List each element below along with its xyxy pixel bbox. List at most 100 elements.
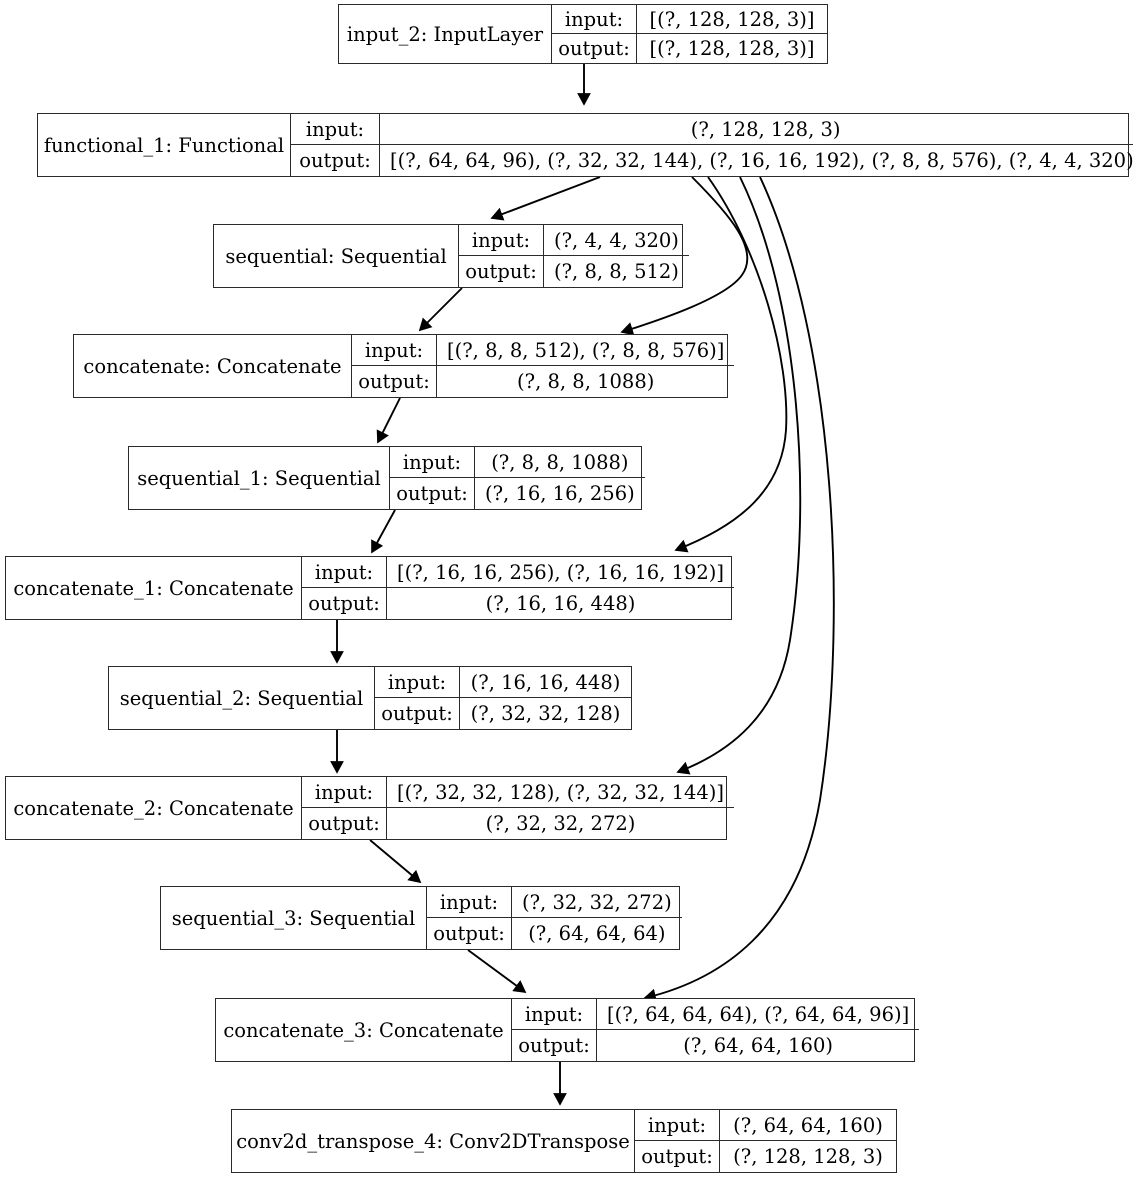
io-label-output: output: bbox=[381, 702, 453, 725]
node-input-2[interactable]: input_2: InputLayer input: [(?, 128, 128… bbox=[338, 4, 828, 64]
edge-functional1-to-concatenate2-skip bbox=[676, 176, 802, 775]
edge-sequential1-to-concatenate1 bbox=[371, 509, 396, 554]
io-shape-input: [(?, 64, 64, 64), (?, 64, 64, 96)] bbox=[596, 999, 919, 1029]
io-shape-input: (?, 128, 128, 3) bbox=[379, 114, 1133, 144]
io-label-input: input: bbox=[314, 560, 374, 584]
io-shape-output: (?, 64, 64, 64) bbox=[511, 918, 682, 949]
io-row-output: output: (?, 128, 128, 3) bbox=[635, 1141, 896, 1172]
io-block-concatenate-1: input: [(?, 16, 16, 256), (?, 16, 16, 19… bbox=[301, 557, 735, 619]
io-shape-input: [(?, 128, 128, 3)] bbox=[636, 5, 827, 33]
io-label-output: output: bbox=[358, 370, 430, 393]
edge-concatenate2-to-sequential3 bbox=[369, 839, 422, 884]
io-row-input: input: [(?, 128, 128, 3)] bbox=[552, 5, 827, 34]
io-label-output: output: bbox=[558, 37, 630, 60]
io-label-input: input: bbox=[402, 450, 462, 474]
edge-concatenate-to-sequential1 bbox=[376, 397, 401, 444]
io-row-output: output: (?, 64, 64, 64) bbox=[427, 918, 682, 949]
io-shape-output: (?, 8, 8, 1088) bbox=[436, 366, 734, 397]
node-functional-1[interactable]: functional_1: Functional input: (?, 128,… bbox=[37, 113, 1133, 177]
io-row-input: input: [(?, 8, 8, 512), (?, 8, 8, 576)] bbox=[352, 335, 735, 366]
io-block-sequential-2: input: (?, 16, 16, 448) output: (?, 32, … bbox=[374, 667, 631, 729]
node-label-concatenate: concatenate: Concatenate bbox=[83, 354, 342, 378]
io-shape-input: (?, 4, 4, 320) bbox=[543, 225, 689, 255]
io-row-output: output: (?, 8, 8, 1088) bbox=[352, 366, 734, 397]
io-shape-input: (?, 32, 32, 272) bbox=[511, 887, 682, 917]
io-shape-input: [(?, 16, 16, 256), (?, 16, 16, 192)] bbox=[386, 557, 734, 587]
io-block-sequential-1: input: (?, 8, 8, 1088) output: (?, 16, 1… bbox=[389, 447, 645, 509]
io-label-output: output: bbox=[465, 260, 537, 283]
node-conv2d-transpose-4[interactable]: conv2d_transpose_4: Conv2DTranspose inpu… bbox=[231, 1109, 897, 1173]
io-label-input: input: bbox=[564, 7, 624, 31]
io-row-output: output: [(?, 64, 64, 96), (?, 32, 32, 14… bbox=[291, 145, 1133, 176]
io-row-input: input: (?, 8, 8, 1088) bbox=[390, 447, 645, 478]
io-block-functional-1: input: (?, 128, 128, 3) output: [(?, 64,… bbox=[290, 114, 1133, 176]
io-row-output: output: (?, 16, 16, 256) bbox=[390, 478, 645, 509]
io-label-output: output: bbox=[308, 592, 380, 615]
io-label-output: output: bbox=[641, 1145, 713, 1168]
node-concatenate-2[interactable]: concatenate_2: Concatenate input: [(?, 3… bbox=[5, 776, 735, 840]
io-label-output: output: bbox=[518, 1034, 590, 1057]
io-block-sequential-3: input: (?, 32, 32, 272) output: (?, 64, … bbox=[426, 887, 682, 949]
io-label-input: input: bbox=[364, 338, 424, 362]
node-sequential[interactable]: sequential: Sequential input: (?, 4, 4, … bbox=[213, 224, 689, 288]
io-shape-output: (?, 128, 128, 3) bbox=[719, 1141, 896, 1172]
io-label-input: input: bbox=[647, 1113, 707, 1137]
io-label-input: input: bbox=[471, 228, 531, 252]
io-row-output: output: (?, 16, 16, 448) bbox=[302, 588, 734, 619]
io-shape-output: (?, 32, 32, 128) bbox=[459, 698, 631, 729]
io-shape-input: (?, 64, 64, 160) bbox=[719, 1110, 896, 1140]
io-label-input: input: bbox=[314, 780, 374, 804]
io-shape-output: (?, 16, 16, 256) bbox=[474, 478, 645, 509]
io-block-conv2d-transpose-4: input: (?, 64, 64, 160) output: (?, 128,… bbox=[634, 1110, 896, 1172]
node-label-sequential-3: sequential_3: Sequential bbox=[171, 906, 416, 930]
io-shape-output: (?, 32, 32, 272) bbox=[386, 808, 734, 839]
io-block-concatenate-3: input: [(?, 64, 64, 64), (?, 64, 64, 96)… bbox=[511, 999, 920, 1061]
node-sequential-2[interactable]: sequential_2: Sequential input: (?, 16, … bbox=[108, 666, 632, 730]
io-label-input: input: bbox=[439, 890, 499, 914]
node-label-concatenate-1: concatenate_1: Concatenate bbox=[13, 576, 294, 600]
io-shape-output: (?, 16, 16, 448) bbox=[386, 588, 734, 619]
io-row-input: input: [(?, 32, 32, 128), (?, 32, 32, 14… bbox=[302, 777, 735, 808]
io-row-input: input: (?, 64, 64, 160) bbox=[635, 1110, 896, 1141]
io-label-input: input: bbox=[305, 117, 365, 141]
node-label-input-2: input_2: InputLayer bbox=[346, 22, 544, 46]
io-block-concatenate: input: [(?, 8, 8, 512), (?, 8, 8, 576)] … bbox=[351, 335, 735, 397]
edge-sequential3-to-concatenate3 bbox=[467, 949, 527, 994]
io-row-input: input: (?, 4, 4, 320) bbox=[459, 225, 689, 256]
io-shape-input: (?, 16, 16, 448) bbox=[459, 667, 631, 697]
io-row-input: input: (?, 128, 128, 3) bbox=[291, 114, 1133, 145]
io-label-output: output: bbox=[433, 922, 505, 945]
node-concatenate-1[interactable]: concatenate_1: Concatenate input: [(?, 1… bbox=[5, 556, 735, 620]
node-label-sequential-2: sequential_2: Sequential bbox=[119, 686, 364, 710]
io-shape-input: (?, 8, 8, 1088) bbox=[474, 447, 645, 477]
node-label-sequential-1: sequential_1: Sequential bbox=[137, 466, 381, 490]
node-concatenate[interactable]: concatenate: Concatenate input: [(?, 8, … bbox=[73, 334, 735, 398]
node-sequential-3[interactable]: sequential_3: Sequential input: (?, 32, … bbox=[160, 886, 682, 950]
io-row-input: input: [(?, 16, 16, 256), (?, 16, 16, 19… bbox=[302, 557, 735, 588]
io-shape-input: [(?, 32, 32, 128), (?, 32, 32, 144)] bbox=[386, 777, 734, 807]
io-row-output: output: (?, 8, 8, 512) bbox=[459, 256, 689, 287]
io-block-sequential: input: (?, 4, 4, 320) output: (?, 8, 8, … bbox=[458, 225, 689, 287]
io-label-input: input: bbox=[524, 1002, 584, 1026]
io-shape-output: [(?, 64, 64, 96), (?, 32, 32, 144), (?, … bbox=[379, 145, 1133, 176]
io-shape-output: (?, 8, 8, 512) bbox=[543, 256, 689, 287]
io-block-concatenate-2: input: [(?, 32, 32, 128), (?, 32, 32, 14… bbox=[301, 777, 735, 839]
io-row-output: output: [(?, 128, 128, 3)] bbox=[552, 34, 827, 63]
io-label-input: input: bbox=[387, 670, 447, 694]
io-row-input: input: (?, 32, 32, 272) bbox=[427, 887, 682, 918]
io-label-output: output: bbox=[299, 149, 371, 172]
node-label-concatenate-2: concatenate_2: Concatenate bbox=[13, 796, 294, 820]
io-label-output: output: bbox=[396, 482, 468, 505]
io-label-output: output: bbox=[308, 812, 380, 835]
io-row-output: output: (?, 32, 32, 128) bbox=[375, 698, 631, 729]
node-label-concatenate-3: concatenate_3: Concatenate bbox=[223, 1018, 504, 1042]
io-shape-output: (?, 64, 64, 160) bbox=[596, 1030, 919, 1061]
io-block-input-2: input: [(?, 128, 128, 3)] output: [(?, 1… bbox=[551, 5, 827, 63]
node-label-functional-1: functional_1: Functional bbox=[43, 133, 285, 157]
node-sequential-1[interactable]: sequential_1: Sequential input: (?, 8, 8… bbox=[128, 446, 645, 510]
edge-sequential-to-concatenate bbox=[418, 287, 463, 332]
node-concatenate-3[interactable]: concatenate_3: Concatenate input: [(?, 6… bbox=[215, 998, 920, 1062]
io-row-input: input: (?, 16, 16, 448) bbox=[375, 667, 631, 698]
node-label-conv2d-transpose-4: conv2d_transpose_4: Conv2DTranspose bbox=[236, 1129, 630, 1153]
